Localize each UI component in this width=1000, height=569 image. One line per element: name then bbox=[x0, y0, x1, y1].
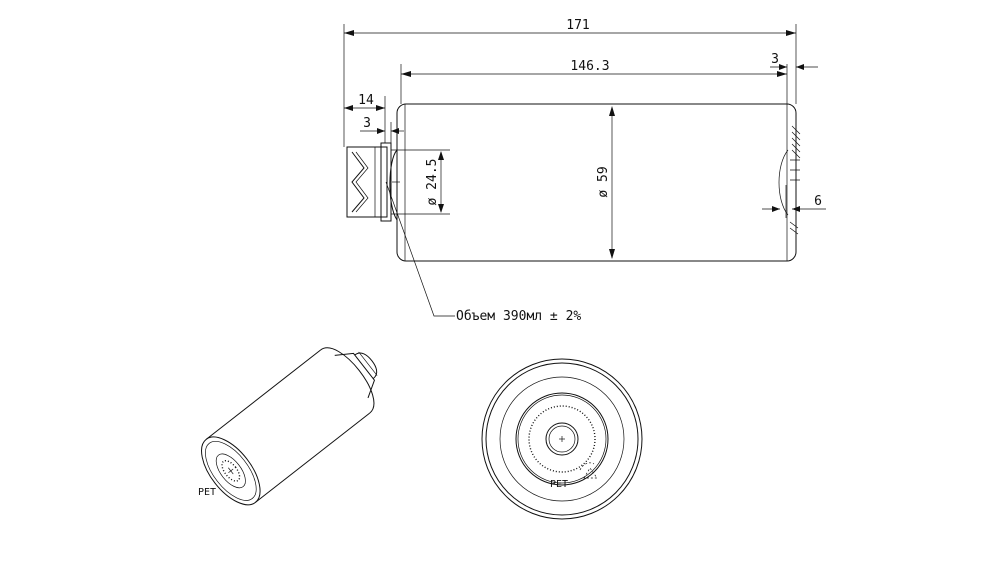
iso-bottom-face bbox=[201, 436, 261, 506]
dim-neck-length: 14 bbox=[358, 93, 374, 108]
bottle-neck-outline bbox=[346, 146, 388, 218]
dim-body-diameter: ø 59 bbox=[596, 166, 611, 197]
volume-note: Объем 390мл ± 2% bbox=[456, 309, 581, 324]
dim-body-length: 146.3 bbox=[570, 59, 609, 74]
iso-pet-label: PET bbox=[198, 487, 216, 498]
dimension-lines bbox=[343, 24, 826, 317]
isometric-view bbox=[201, 347, 378, 506]
recycling-icon bbox=[579, 462, 598, 479]
dim-neck-ring: 3 bbox=[363, 116, 371, 131]
neck-thread bbox=[351, 151, 365, 213]
dim-overall-length: 171 bbox=[566, 18, 589, 33]
bottom-dotted-ring bbox=[528, 405, 596, 473]
dim-bottom-offset: 3 bbox=[771, 52, 779, 67]
bottom-recess-detail bbox=[778, 125, 801, 235]
bottom-pet-label: PET bbox=[550, 479, 568, 490]
bottom-outer-rim bbox=[481, 358, 643, 520]
side-view bbox=[346, 103, 801, 262]
bottle-body-outline bbox=[396, 103, 797, 262]
dimension-labels: 171 146.3 3 14 3 ø 24.5 ø 59 6 Объем 390… bbox=[358, 18, 822, 324]
bottom-view: PET bbox=[481, 358, 643, 520]
dim-bottom-recess: 6 bbox=[814, 194, 822, 209]
dim-neck-diameter: ø 24.5 bbox=[425, 159, 440, 206]
